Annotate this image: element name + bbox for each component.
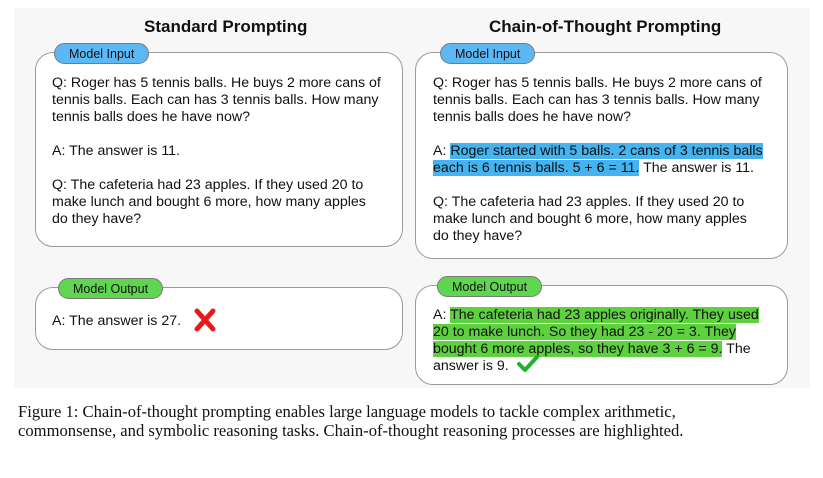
cot-output-line-3: bought 6 more apples, so they have 3 + 6… <box>433 341 751 358</box>
cot-input-line: make lunch and bought 6 more, how many a… <box>433 211 747 227</box>
standard-model-input-label: Model Input <box>54 43 150 64</box>
reasoning-highlight: The cafeteria had 23 apples originally. … <box>450 307 759 323</box>
standard-prompting-title: Standard Prompting <box>144 17 308 36</box>
standard-input-line: make lunch and bought 6 more, how many a… <box>52 194 366 210</box>
standard-input-line: Q: Roger has 5 tennis balls. He buys 2 m… <box>52 75 381 91</box>
cot-input-line: Q: The cafeteria had 23 apples. If they … <box>433 194 745 210</box>
caption-line-2: commonsense, and symbolic reasoning task… <box>18 421 684 440</box>
cot-prompting-title: Chain-of-Thought Prompting <box>489 17 722 36</box>
cot-output-line-1: A: The cafeteria had 23 apples originall… <box>433 307 759 324</box>
standard-input-line: tennis balls. Each can has 3 tennis ball… <box>52 92 379 108</box>
standard-output-box <box>35 287 403 350</box>
cot-model-output-label: Model Output <box>437 276 543 297</box>
cot-input-line: do they have? <box>433 228 523 244</box>
cot-input-answer-line-2: each is 6 tennis balls. 5 + 6 = 11. The … <box>433 160 754 177</box>
cross-icon <box>194 308 216 332</box>
reasoning-highlight: Roger started with 5 balls. 2 cans of 3 … <box>450 143 763 159</box>
standard-output-text: A: The answer is 27. <box>52 313 182 329</box>
caption-line-1: Figure 1: Chain-of-thought prompting ena… <box>18 402 676 421</box>
cot-output-line-4: answer is 9. <box>433 358 509 374</box>
answer-suffix: The <box>722 341 751 357</box>
standard-input-line: Q: The cafeteria had 23 apples. If they … <box>52 177 364 193</box>
standard-input-line: do they have? <box>52 211 142 227</box>
standard-input-box <box>35 52 403 247</box>
answer-prefix: A: <box>433 143 451 159</box>
answer-suffix: The answer is 11. <box>639 160 754 176</box>
cot-output-line-2: 20 to make lunch. So they had 23 - 20 = … <box>433 324 736 341</box>
reasoning-highlight: 20 to make lunch. So they had 23 - 20 = … <box>433 324 736 340</box>
cot-input-line: tennis balls. Each can has 3 tennis ball… <box>433 92 760 108</box>
reasoning-highlight: each is 6 tennis balls. 5 + 6 = 11. <box>433 160 640 176</box>
reasoning-highlight: bought 6 more apples, so they have 3 + 6… <box>433 341 723 357</box>
cot-input-answer-line-1: A: Roger started with 5 balls. 2 cans of… <box>433 143 763 160</box>
cot-input-line: tennis balls does he have now? <box>433 109 631 125</box>
standard-input-line: tennis balls does he have now? <box>52 109 250 125</box>
cot-input-line: Q: Roger has 5 tennis balls. He buys 2 m… <box>433 75 762 91</box>
checkmark-icon <box>517 355 539 372</box>
standard-input-answer: A: The answer is 11. <box>52 143 181 159</box>
standard-model-output-label: Model Output <box>58 278 164 299</box>
answer-prefix: A: <box>433 307 451 323</box>
figure-caption: Figure 1: Chain-of-thought prompting ena… <box>18 402 818 440</box>
cot-model-input-label: Model Input <box>440 43 536 64</box>
